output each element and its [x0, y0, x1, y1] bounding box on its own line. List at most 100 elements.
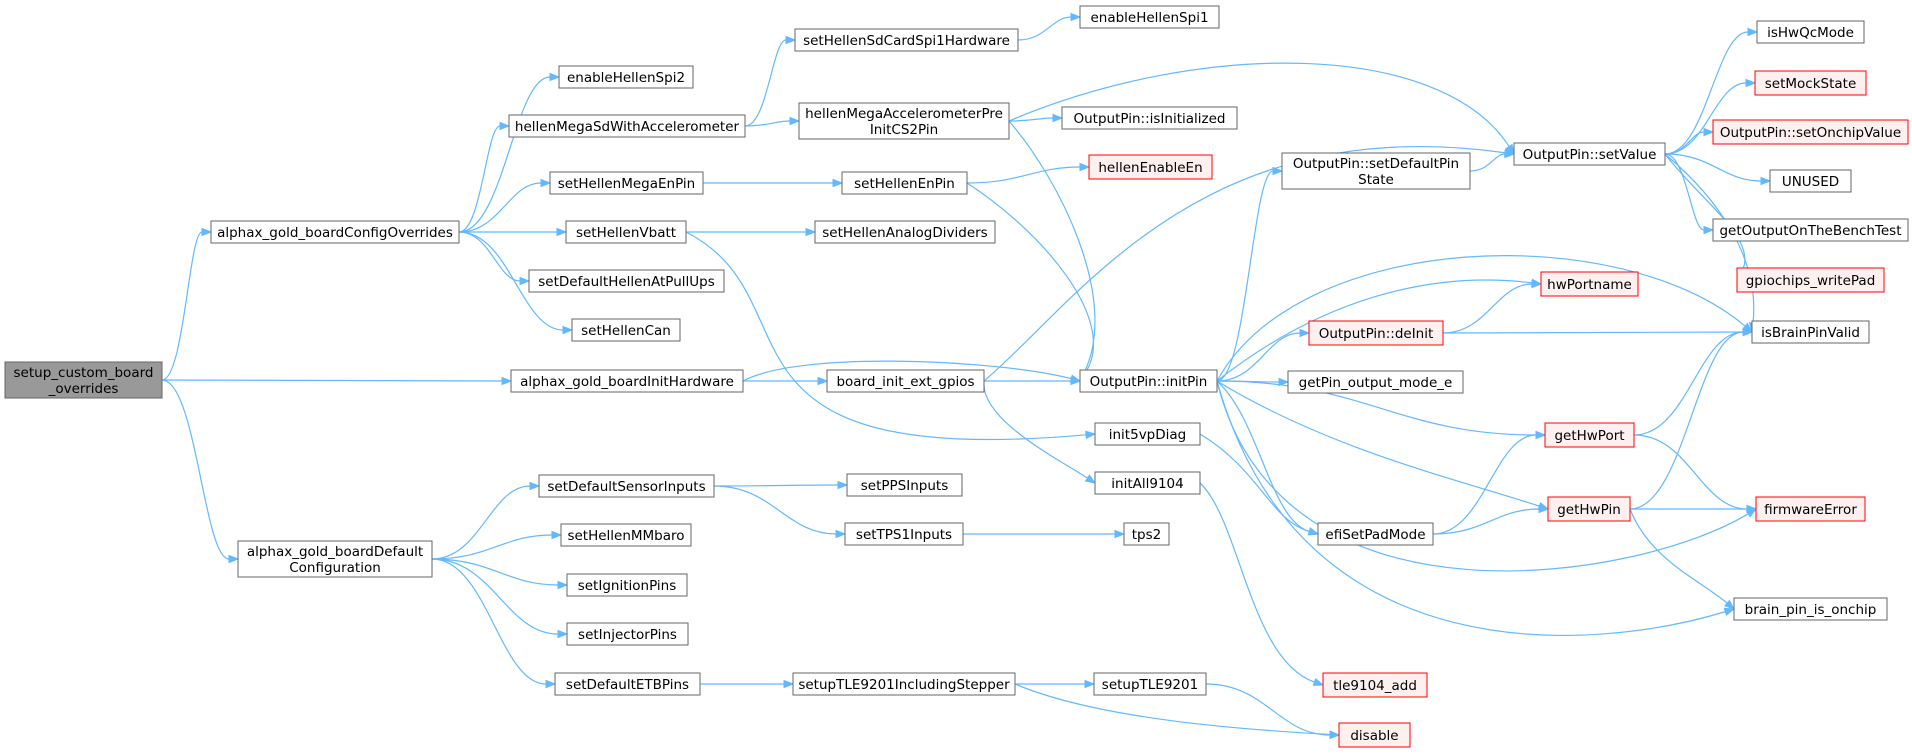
- node-board_init_ext_gpios[interactable]: board_init_ext_gpios: [826, 369, 985, 393]
- node-box[interactable]: [846, 473, 963, 497]
- node-setInjectorPins[interactable]: setInjectorPins: [566, 622, 689, 646]
- node-disable[interactable]: disable: [1338, 722, 1411, 748]
- node-box[interactable]: [1322, 672, 1428, 698]
- node-getHwPin[interactable]: getHwPin: [1547, 496, 1631, 522]
- node-OutputPin_setValue[interactable]: OutputPin::setValue: [1513, 142, 1666, 166]
- node-OutputPin_initPin[interactable]: OutputPin::initPin: [1079, 369, 1218, 393]
- node-initAll9104[interactable]: initAll9104: [1094, 471, 1201, 495]
- node-box[interactable]: [237, 540, 433, 578]
- node-box[interactable]: [1094, 471, 1201, 495]
- node-box[interactable]: [566, 573, 688, 597]
- node-setHellenMMbaro[interactable]: setHellenMMbaro: [560, 523, 692, 547]
- node-OutputPin_isInitialized[interactable]: OutputPin::isInitialized: [1061, 106, 1238, 130]
- node-setHellenCan[interactable]: setHellenCan: [571, 318, 681, 342]
- node-box[interactable]: [841, 171, 968, 195]
- node-tle9104_add[interactable]: tle9104_add: [1322, 672, 1428, 698]
- node-hellenEnableEn[interactable]: hellenEnableEn: [1088, 154, 1213, 180]
- node-enableHellenSpi2[interactable]: enableHellenSpi2: [558, 65, 694, 89]
- node-setMockState[interactable]: setMockState: [1754, 70, 1867, 96]
- node-box[interactable]: [554, 672, 701, 696]
- node-getPin_output_mode_e[interactable]: getPin_output_mode_e: [1287, 370, 1464, 394]
- node-alphax_gold_boardConfigOverrides[interactable]: alphax_gold_boardConfigOverrides: [210, 220, 460, 244]
- node-setupTLE9201IncludingStepper[interactable]: setupTLE9201IncludingStepper: [792, 672, 1016, 696]
- node-box[interactable]: [571, 318, 681, 342]
- node-tps2[interactable]: tps2: [1123, 522, 1170, 546]
- node-firmwareError[interactable]: firmwareError: [1755, 496, 1866, 522]
- node-OutputPin_deInit[interactable]: OutputPin::deInit: [1308, 320, 1444, 346]
- node-box[interactable]: [1540, 271, 1639, 297]
- node-setHellenMegaEnPin[interactable]: setHellenMegaEnPin: [549, 171, 704, 195]
- node-box[interactable]: [1733, 597, 1888, 621]
- node-setup_custom_board_overrides[interactable]: setup_custom_board_overrides: [4, 361, 163, 399]
- node-box[interactable]: [210, 220, 460, 244]
- node-hwPortname[interactable]: hwPortname: [1540, 271, 1639, 297]
- node-brain_pin_is_onchip[interactable]: brain_pin_is_onchip: [1733, 597, 1888, 621]
- node-getOutputOnTheBenchTest[interactable]: getOutputOnTheBenchTest: [1712, 218, 1909, 242]
- node-efiSetPadMode[interactable]: efiSetPadMode: [1317, 522, 1434, 546]
- node-setTPS1Inputs[interactable]: setTPS1Inputs: [844, 522, 964, 546]
- node-box[interactable]: [1281, 152, 1471, 190]
- node-box[interactable]: [1338, 722, 1411, 748]
- node-setHellenSdCardSpi1Hardware[interactable]: setHellenSdCardSpi1Hardware: [794, 28, 1019, 52]
- node-box[interactable]: [1317, 522, 1434, 546]
- node-box[interactable]: [792, 672, 1016, 696]
- node-box[interactable]: [814, 220, 996, 244]
- node-box[interactable]: [1712, 119, 1909, 145]
- node-setDefaultSensorInputs[interactable]: setDefaultSensorInputs: [538, 474, 715, 498]
- node-box[interactable]: [1547, 496, 1631, 522]
- node-box[interactable]: [549, 171, 704, 195]
- node-setHellenAnalogDividers[interactable]: setHellenAnalogDividers: [814, 220, 996, 244]
- node-box[interactable]: [1544, 422, 1635, 448]
- node-setHellenEnPin[interactable]: setHellenEnPin: [841, 171, 968, 195]
- node-box[interactable]: [1513, 142, 1666, 166]
- node-box[interactable]: [1088, 154, 1213, 180]
- node-box[interactable]: [1094, 422, 1201, 446]
- node-getHwPort[interactable]: getHwPort: [1544, 422, 1635, 448]
- node-box[interactable]: [1093, 672, 1207, 696]
- node-enableHellenSpi1[interactable]: enableHellenSpi1: [1079, 5, 1220, 29]
- node-box[interactable]: [1736, 267, 1885, 293]
- node-isHwQcMode[interactable]: isHwQcMode: [1756, 20, 1865, 44]
- node-box[interactable]: [1751, 320, 1870, 344]
- node-box[interactable]: [558, 65, 694, 89]
- node-box[interactable]: [794, 28, 1019, 52]
- node-box[interactable]: [1079, 369, 1218, 393]
- node-box[interactable]: [565, 220, 687, 244]
- node-box[interactable]: [1756, 20, 1865, 44]
- node-isBrainPinValid[interactable]: isBrainPinValid: [1751, 320, 1870, 344]
- node-OutputPin_setOnchipValue[interactable]: OutputPin::setOnchipValue: [1712, 119, 1909, 145]
- node-init5vpDiag[interactable]: init5vpDiag: [1094, 422, 1201, 446]
- node-box[interactable]: [798, 102, 1010, 140]
- node-UNUSED[interactable]: UNUSED: [1769, 169, 1852, 193]
- node-box[interactable]: [4, 361, 163, 399]
- node-setDefaultHellenAtPullUps[interactable]: setDefaultHellenAtPullUps: [528, 269, 725, 293]
- node-setPPSInputs[interactable]: setPPSInputs: [846, 473, 963, 497]
- node-box[interactable]: [560, 523, 692, 547]
- node-box[interactable]: [1061, 106, 1238, 130]
- node-box[interactable]: [826, 369, 985, 393]
- node-box[interactable]: [1754, 70, 1867, 96]
- node-setupTLE9201[interactable]: setupTLE9201: [1093, 672, 1207, 696]
- node-box[interactable]: [508, 114, 746, 138]
- node-box[interactable]: [1712, 218, 1909, 242]
- node-box[interactable]: [528, 269, 725, 293]
- node-box[interactable]: [1079, 5, 1220, 29]
- node-setDefaultETBPins[interactable]: setDefaultETBPins: [554, 672, 701, 696]
- node-hellenMegaSdWithAccelerometer[interactable]: hellenMegaSdWithAccelerometer: [508, 114, 746, 138]
- node-alphax_gold_boardInitHardware[interactable]: alphax_gold_boardInitHardware: [510, 369, 744, 393]
- node-box[interactable]: [566, 622, 689, 646]
- node-box[interactable]: [1123, 522, 1170, 546]
- node-box[interactable]: [1755, 496, 1866, 522]
- node-box[interactable]: [1769, 169, 1852, 193]
- node-box[interactable]: [1308, 320, 1444, 346]
- node-box[interactable]: [844, 522, 964, 546]
- node-gpiochips_writePad[interactable]: gpiochips_writePad: [1736, 267, 1885, 293]
- node-box[interactable]: [510, 369, 744, 393]
- node-box[interactable]: [538, 474, 715, 498]
- node-setHellenVbatt[interactable]: setHellenVbatt: [565, 220, 687, 244]
- node-setIgnitionPins[interactable]: setIgnitionPins: [566, 573, 688, 597]
- node-box[interactable]: [1287, 370, 1464, 394]
